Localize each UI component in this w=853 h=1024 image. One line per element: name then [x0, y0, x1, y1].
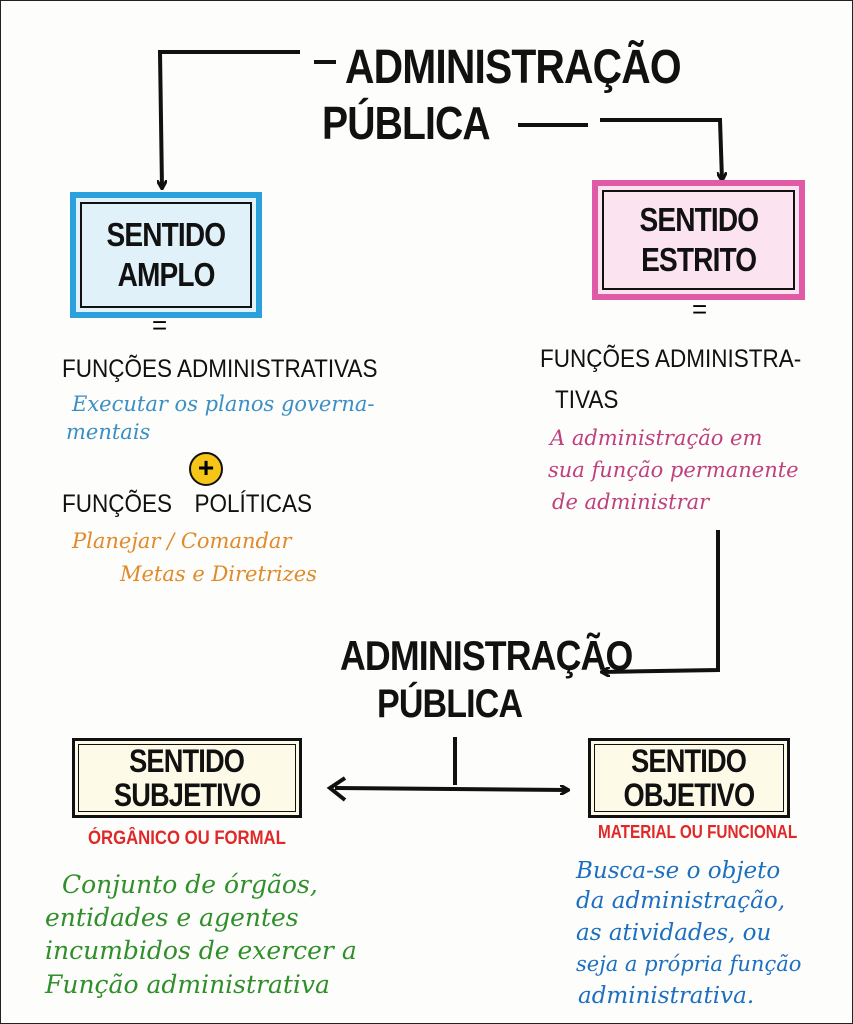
funcoes-politicas-desc-1: Planejar / Comandar — [72, 529, 292, 553]
sentido-amplo-box: SENTIDO AMPLO — [70, 192, 262, 318]
sentido-objetivo-desc-1: Busca-se o objeto — [576, 858, 781, 884]
sentido-amplo-line1: SENTIDO — [106, 216, 227, 253]
funcoes-administrativas-desc-1: Executar os planos governa- — [72, 392, 375, 416]
funcoes-administrativas-estrito-heading-2: TIVAS — [555, 386, 619, 414]
sentido-objetivo-box: SENTIDO OBJETIVO — [588, 738, 790, 818]
sentido-estrito-line1: SENTIDO — [639, 201, 759, 238]
top-title-line2: PÚBLICA — [322, 97, 491, 149]
arrow-to-sentido-amplo — [160, 50, 336, 188]
middle-title-line1: ADMINISTRAÇÃO — [340, 632, 633, 679]
sentido-subjetivo-desc-4: Função administrativa — [45, 970, 330, 999]
sentido-objetivo-line2: OBJETIVO — [623, 777, 756, 813]
funcoes-administrativas-estrito-heading-1: FUNÇÕES ADMINISTRA- — [540, 345, 802, 373]
top-title-line1: ADMINISTRAÇÃO — [345, 41, 682, 94]
funcoes-politicas-desc-2: Metas e Diretrizes — [120, 562, 317, 586]
sentido-amplo-line2: AMPLO — [117, 256, 215, 293]
sentido-estrito-line2: ESTRITO — [640, 241, 757, 278]
arrow-to-sentido-estrito — [518, 118, 722, 180]
plus-icon: + — [189, 452, 223, 486]
sentido-estrito-box: SENTIDO ESTRITO — [592, 180, 805, 300]
funcoes-politicas-heading: FUNÇÕES POLÍTICAS — [62, 490, 312, 518]
sentido-estrito-equals: = — [692, 294, 708, 324]
sentido-estrito-desc-3: de administrar — [552, 490, 710, 514]
material-funcional-label: MATERIAL OU FUNCIONAL — [598, 822, 798, 842]
sentido-objetivo-desc-4: seja a própria função — [576, 952, 802, 976]
arrow-subjetivo-objetivo — [326, 737, 568, 802]
sentido-amplo-equals: = — [152, 310, 168, 340]
sentido-subjetivo-desc-1: Conjunto de órgãos, — [62, 870, 318, 899]
sentido-subjetivo-desc-2: entidades e agentes — [45, 903, 299, 932]
funcoes-administrativas-desc-2: mentais — [66, 420, 151, 444]
sentido-objetivo-desc-2: da administração, — [576, 888, 786, 914]
sentido-objetivo-desc-3: as atividades, ou — [576, 920, 772, 946]
sentido-objetivo-line1: SENTIDO — [631, 743, 748, 779]
organico-formal-label: ÓRGÂNICO OU FORMAL — [88, 828, 286, 849]
sentido-subjetivo-desc-3: incumbidos de exercer a — [45, 936, 357, 965]
sentido-subjetivo-box: SENTIDO SUBJETIVO — [72, 738, 302, 818]
sentido-objetivo-desc-5: administrativa. — [578, 983, 755, 1009]
sentido-subjetivo-line2: SUBJETIVO — [113, 777, 261, 813]
middle-title-line2: PÚBLICA — [377, 682, 523, 726]
sentido-estrito-desc-1: A administração em — [550, 426, 763, 450]
sentido-estrito-desc-2: sua função permanente — [548, 458, 799, 482]
arrow-to-middle-title — [602, 530, 720, 672]
sentido-subjetivo-line1: SENTIDO — [129, 743, 246, 779]
funcoes-administrativas-heading: FUNÇÕES ADMINISTRATIVAS — [62, 355, 378, 383]
